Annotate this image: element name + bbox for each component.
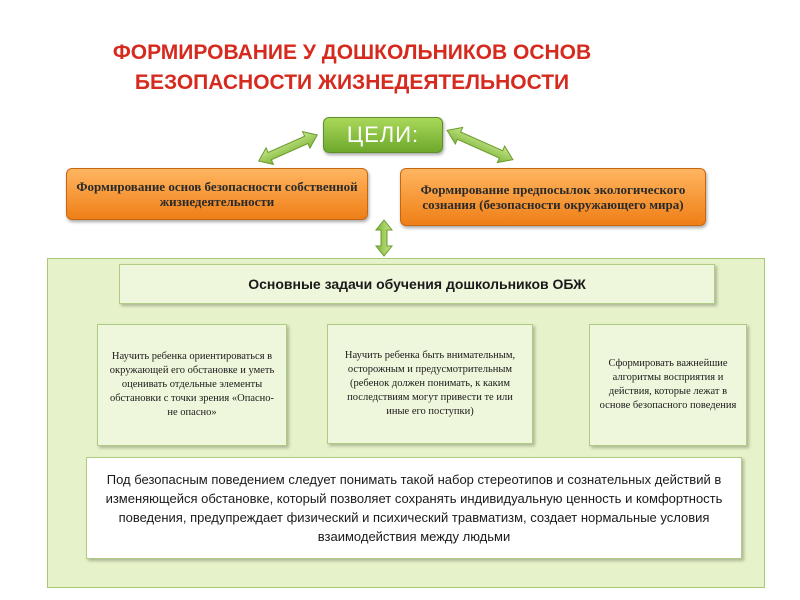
page-title: ФОРМИРОВАНИЕ У ДОШКОЛЬНИКОВ ОСНОВ БЕЗОПА… — [22, 38, 682, 98]
title-line-1: ФОРМИРОВАНИЕ У ДОШКОЛЬНИКОВ ОСНОВ — [112, 41, 592, 64]
task-box-attention: Научить ребенка быть внимательным, остор… — [327, 324, 533, 444]
left-double-arrow — [258, 130, 318, 166]
vertical-double-arrow — [374, 219, 394, 257]
goal-box-own-safety: Формирование основ безопасности собствен… — [66, 168, 368, 220]
task-box-algorithms: Сформировать важнейшие алгоритмы восприя… — [589, 324, 747, 446]
goals-label: ЦЕЛИ: — [323, 117, 443, 153]
task-box-orientation: Научить ребенка ориентироваться в окружа… — [97, 324, 287, 446]
title-line-2: БЕЗОПАСНОСТИ ЖИЗНЕДЕЯТЕЛЬНОСТИ — [134, 71, 570, 94]
right-double-arrow — [446, 126, 514, 164]
goal-box-ecological: Формирование предпосылок экологического … — [400, 168, 706, 226]
tasks-title: Основные задачи обучения дошкольников ОБ… — [119, 264, 715, 304]
definition-box: Под безопасным поведением следует понима… — [86, 457, 742, 559]
